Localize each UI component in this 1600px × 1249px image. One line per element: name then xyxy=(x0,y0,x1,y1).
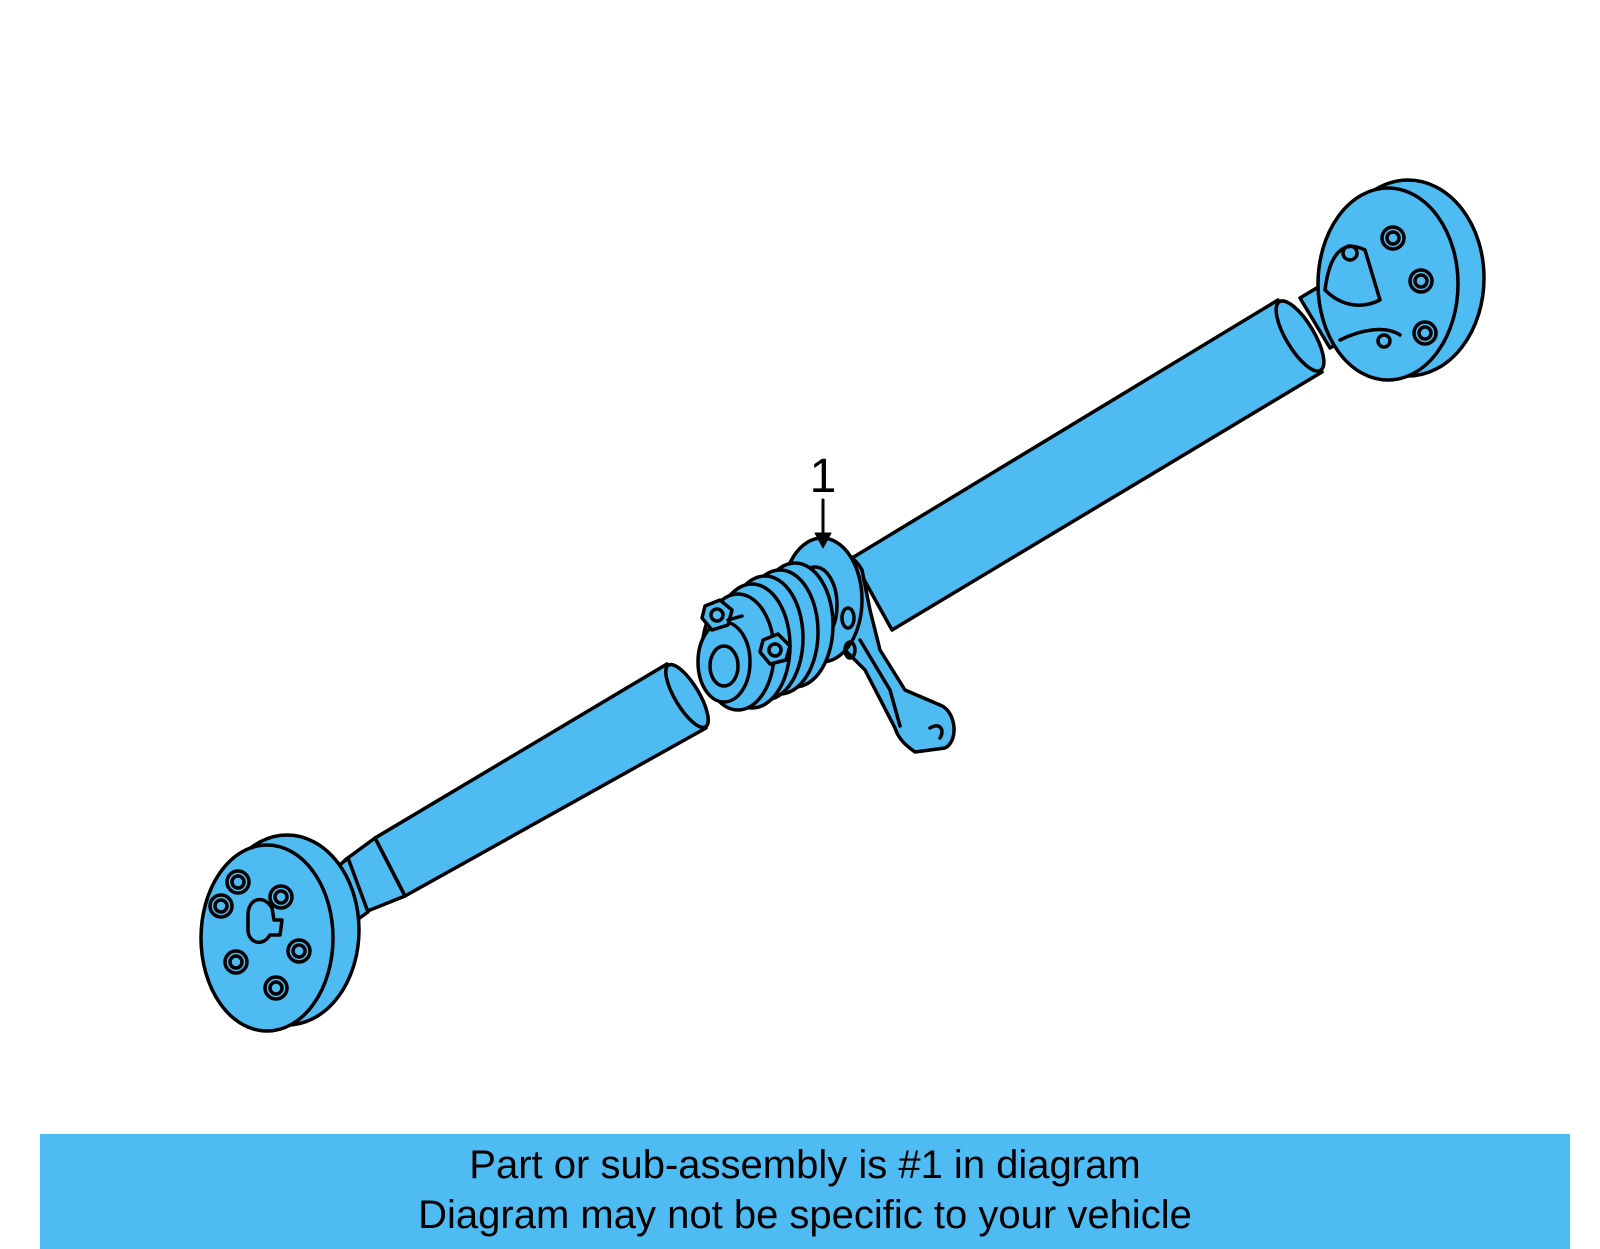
callout-number: 1 xyxy=(810,450,837,503)
front-shaft-tube xyxy=(343,662,710,914)
center-coupling xyxy=(696,561,835,712)
banner-line-2: Diagram may not be specific to your vehi… xyxy=(418,1193,1192,1237)
hex-bolt-icon xyxy=(758,632,792,666)
rear-shaft-tube xyxy=(850,298,1326,632)
callout-arrow xyxy=(814,498,832,549)
front-flex-disc xyxy=(199,833,361,1033)
rear-flex-disc xyxy=(1316,178,1486,382)
hex-bolt-icon xyxy=(700,598,744,632)
disclaimer-banner: Part or sub-assembly is #1 in diagram Di… xyxy=(40,1134,1570,1249)
banner-line-1: Part or sub-assembly is #1 in diagram xyxy=(469,1143,1141,1187)
